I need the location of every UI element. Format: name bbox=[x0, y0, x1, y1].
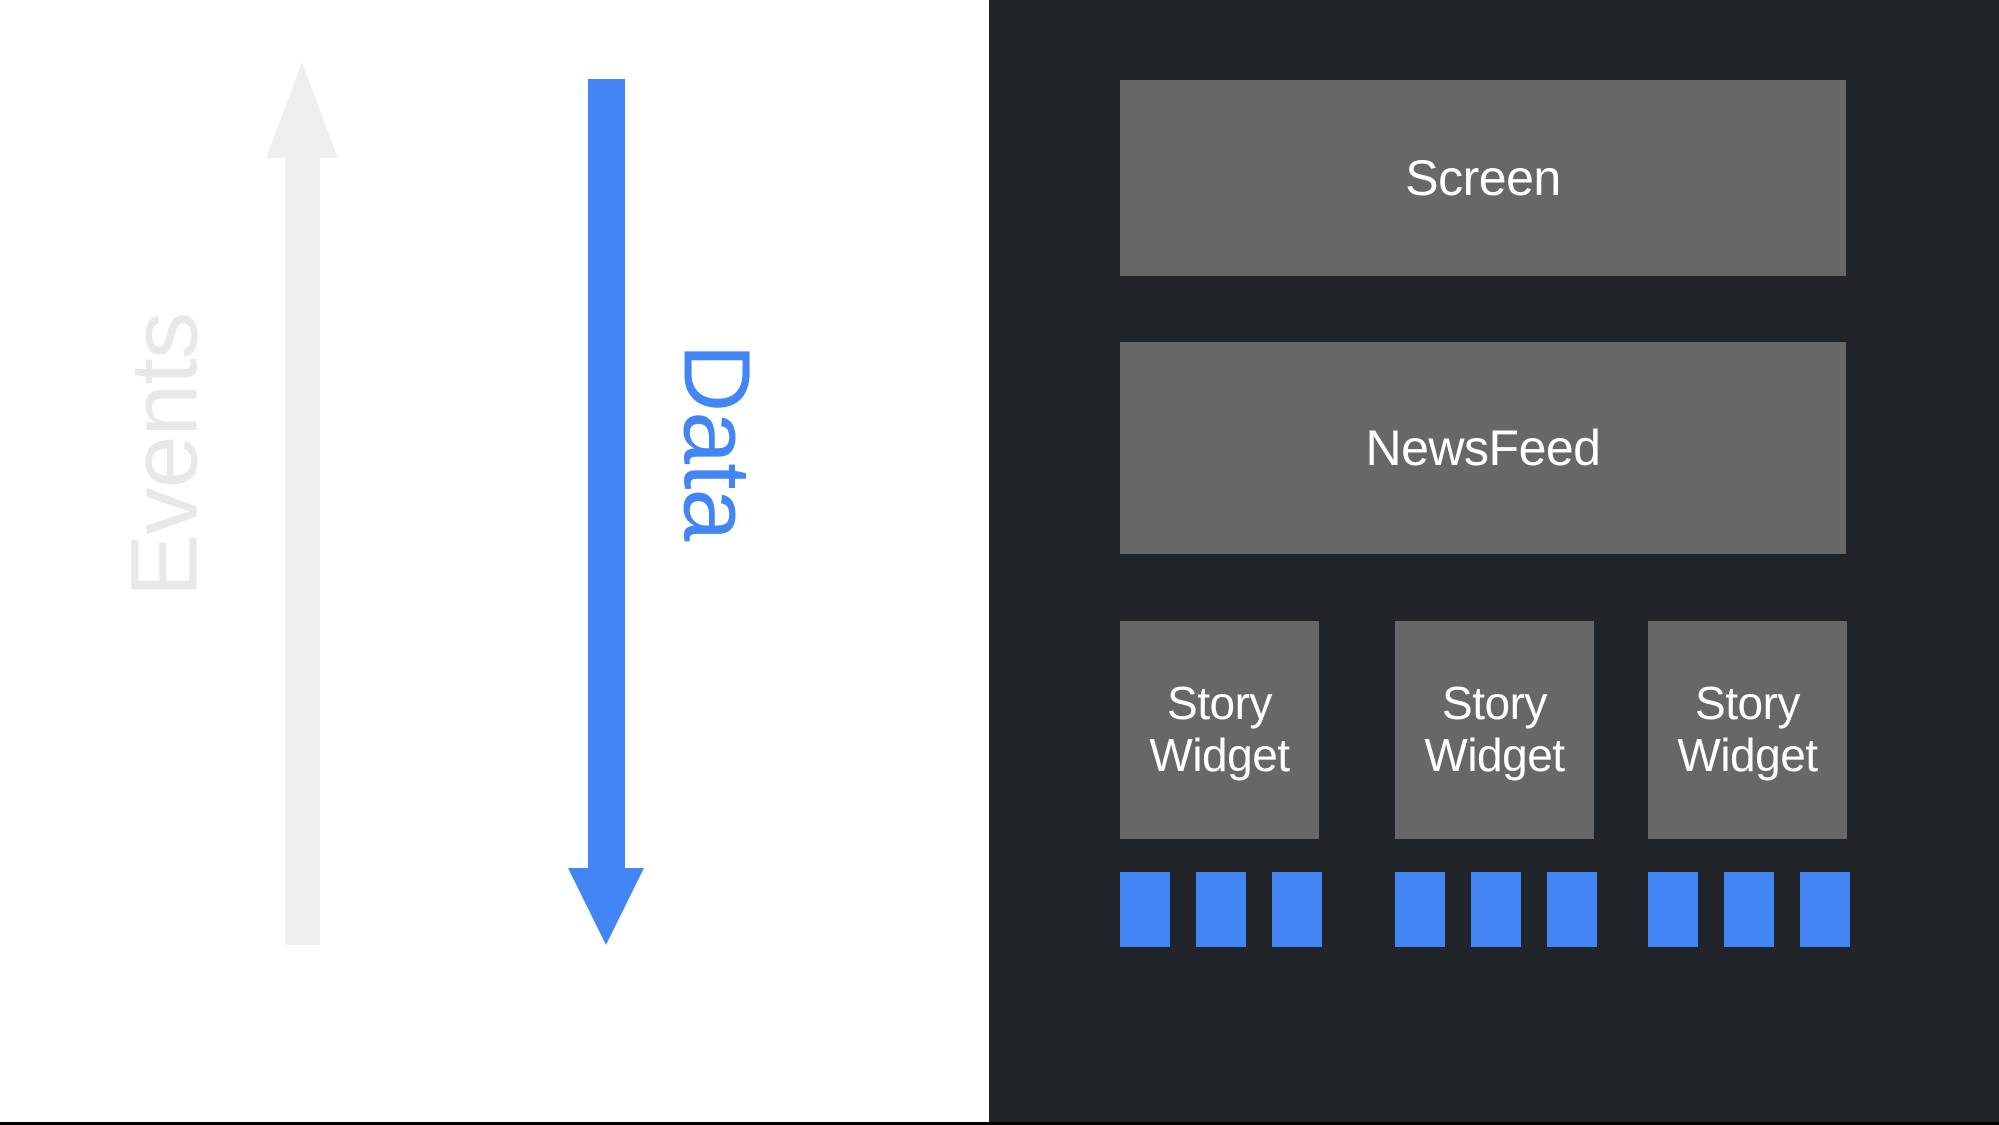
newsfeed-node-label: NewsFeed bbox=[1365, 420, 1602, 476]
screen-node[interactable]: Screen bbox=[1120, 80, 1846, 276]
data-arrow-icon bbox=[568, 79, 644, 945]
events-axis-label: Events bbox=[111, 312, 218, 598]
leaf-group-1 bbox=[1120, 872, 1322, 947]
story-widget-label-2-line1: Story bbox=[1442, 677, 1547, 730]
data-axis-label: Data bbox=[663, 343, 770, 541]
leaf-node[interactable] bbox=[1800, 872, 1850, 947]
leaf-group-2 bbox=[1395, 872, 1597, 947]
story-widget-label-1-line2: Widget bbox=[1149, 729, 1290, 781]
story-widget-label-1: Story Widget bbox=[1149, 677, 1290, 781]
leaf-node[interactable] bbox=[1471, 872, 1521, 947]
story-widget-label-1-line1: Story bbox=[1167, 677, 1272, 730]
newsfeed-node[interactable]: NewsFeed bbox=[1120, 342, 1846, 554]
leaf-node[interactable] bbox=[1547, 872, 1597, 947]
story-widget-label-2-line2: Widget bbox=[1424, 729, 1565, 781]
flow-panel: Events Data bbox=[0, 0, 989, 1122]
events-arrow-icon bbox=[266, 62, 338, 945]
flow-arrows bbox=[266, 62, 644, 945]
story-widget-node-2[interactable]: Story Widget bbox=[1395, 621, 1594, 839]
story-widget-label-3-line2: Widget bbox=[1677, 729, 1818, 781]
leaf-node[interactable] bbox=[1395, 872, 1445, 947]
leaf-node[interactable] bbox=[1724, 872, 1774, 947]
story-widget-node-1[interactable]: Story Widget bbox=[1120, 621, 1319, 839]
leaf-node[interactable] bbox=[1648, 872, 1698, 947]
story-widget-label-3: Story Widget bbox=[1677, 677, 1818, 781]
story-widget-node-3[interactable]: Story Widget bbox=[1648, 621, 1847, 839]
bottom-divider bbox=[0, 1122, 1999, 1125]
widget-tree-panel: Screen NewsFeed Story Widget Story Widge… bbox=[989, 0, 1999, 1122]
leaf-node[interactable] bbox=[1120, 872, 1170, 947]
leaf-node[interactable] bbox=[1196, 872, 1246, 947]
screen-node-label: Screen bbox=[1405, 150, 1561, 206]
leaf-node[interactable] bbox=[1272, 872, 1322, 947]
leaf-group-3 bbox=[1648, 872, 1850, 947]
story-widget-label-2: Story Widget bbox=[1424, 677, 1565, 781]
story-widget-label-3-line1: Story bbox=[1695, 677, 1800, 730]
